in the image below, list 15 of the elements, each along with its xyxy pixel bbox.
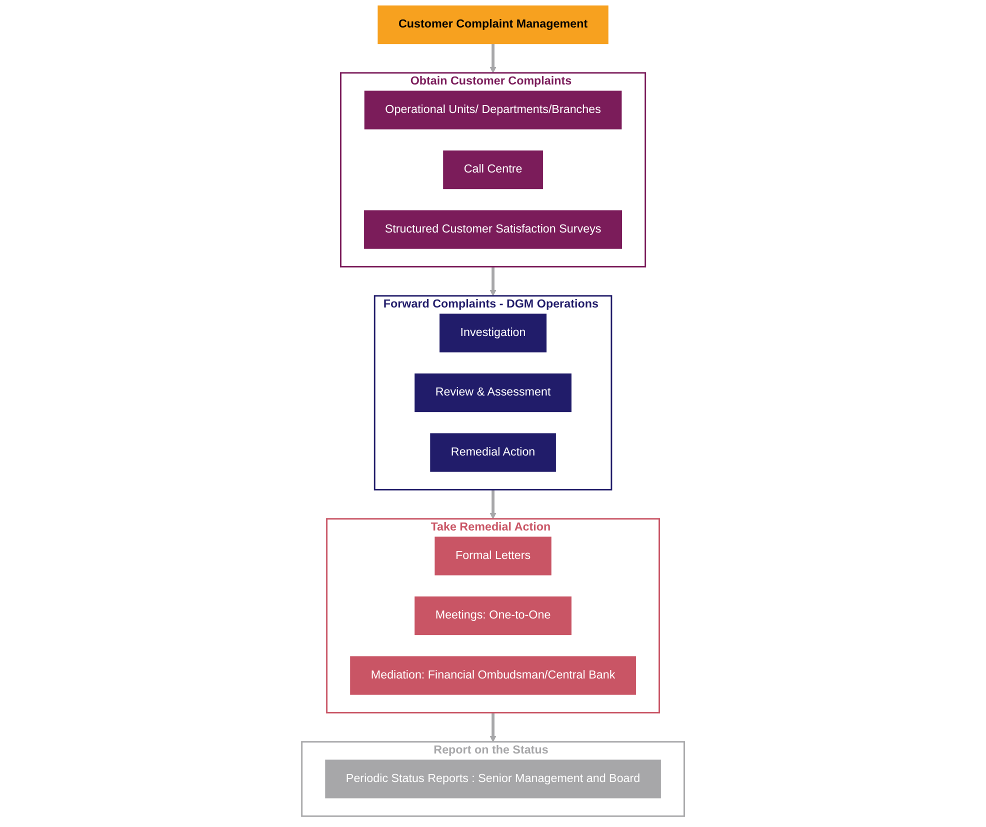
- process-box: Review & Assessment: [414, 373, 572, 412]
- process-box: Remedial Action: [430, 433, 556, 472]
- process-box: Periodic Status Reports : Senior Management and Board: [325, 760, 661, 798]
- process-box: Call Centre: [443, 150, 543, 190]
- process-box: Operational Units/ Departments/Branches: [364, 90, 622, 130]
- group-title: Forward Complaints - DGM Operations: [383, 298, 598, 310]
- process-box: Mediation: Financial Ombudsman/Central Bank: [350, 656, 636, 695]
- process-box: Formal Letters: [434, 536, 552, 576]
- process-box: Meetings: One-to-One: [414, 596, 572, 636]
- group-title: Obtain Customer Complaints: [410, 75, 572, 88]
- group-title: Take Remedial Action: [430, 521, 551, 534]
- process-box: Structured Customer Satisfaction Surveys: [364, 210, 622, 249]
- process-box: Customer Complaint Management: [378, 5, 608, 44]
- process-box: Investigation: [440, 314, 546, 352]
- group-title: Report on the Status: [434, 744, 548, 756]
